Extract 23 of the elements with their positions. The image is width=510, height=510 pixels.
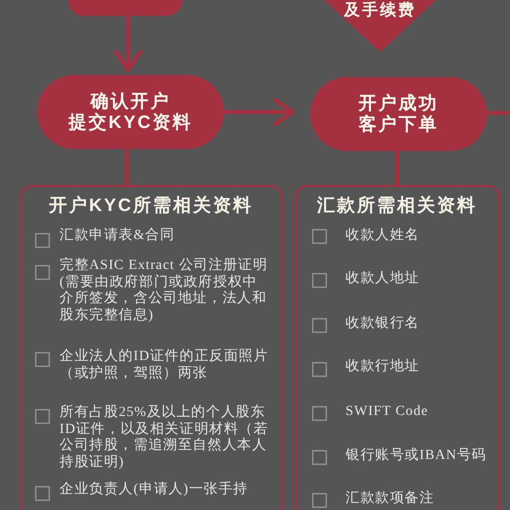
checklist-item: 企业法人的ID证件的正反面照片（或护照，驾照）两张 — [60, 349, 270, 382]
checklist-item: 汇款申请表&合同 — [60, 228, 175, 244]
checklist-item: 银行账号或IBAN号码 — [346, 448, 487, 464]
connector-line — [395, 151, 399, 185]
panel-heading: 开户KYC所需相关资料 — [49, 194, 253, 216]
connector-line — [487, 111, 510, 115]
process-pill: 开户成功客户下单 — [310, 77, 487, 151]
checklist-item: 收款银行名 — [346, 316, 420, 332]
checklist-item: 收款行地址 — [346, 359, 420, 376]
process-pill: 确认开户提交KYC资料 — [37, 75, 224, 149]
checklist-item: 所有占股25%及以上的个人股东ID证件，以及相关证明材料（若公司持股，需追溯至自然人本人持股证明) — [60, 405, 270, 471]
checklist-item: 完整ASIC Extract 公司注册证明(需要由政府部门或政府授权中介所签发，含公司地址，法人和股东完整信息) — [60, 258, 269, 324]
arrow — [224, 98, 295, 126]
connector-line — [125, 149, 129, 185]
panel-heading: 汇款所需相关资料 — [317, 194, 477, 216]
arrow — [114, 16, 142, 72]
checklist-item: SWIFT Code — [346, 404, 428, 420]
checklist-item: 企业负责人(申请人)一张手持 — [60, 482, 248, 498]
checklist-item: 汇款款项备注 — [346, 491, 434, 508]
checklist-item: 收款人地址 — [346, 271, 420, 288]
checklist-item: 收款人姓名 — [346, 228, 420, 244]
panel-box — [20, 185, 283, 510]
panel-box — [295, 185, 500, 510]
